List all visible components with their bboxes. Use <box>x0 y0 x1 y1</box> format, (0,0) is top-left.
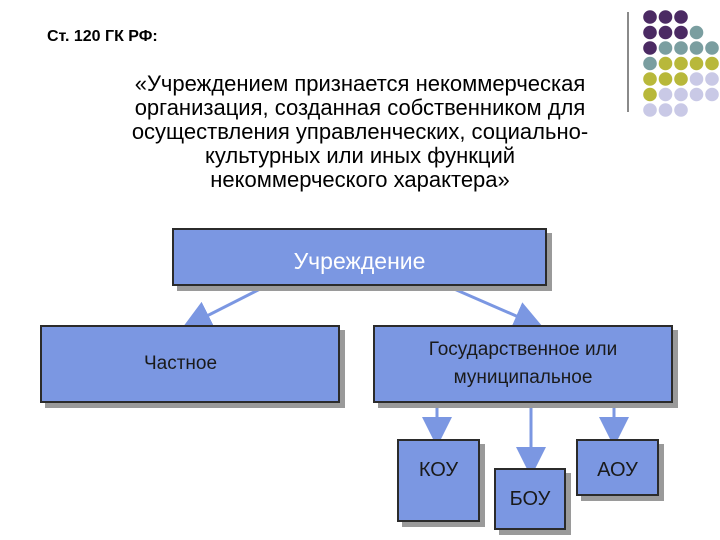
arrow-root-to-public <box>444 283 544 330</box>
decorative-dot <box>674 72 688 86</box>
node-private: Частное <box>40 325 340 403</box>
decorative-dot <box>689 72 704 86</box>
decorative-dot <box>674 10 688 24</box>
decorative-dot <box>705 72 719 86</box>
decorative-dot <box>643 25 657 40</box>
node-boy: БОУ <box>494 468 566 530</box>
decorative-dot <box>643 72 657 86</box>
decorative-dot <box>643 41 657 55</box>
decorative-dot <box>674 87 688 102</box>
decorative-dot <box>643 87 657 102</box>
node-label-line: Государственное или <box>428 339 618 360</box>
node-label: Учреждение <box>293 248 426 274</box>
node-label: БОУ <box>509 488 551 510</box>
article-heading: Ст. 120 ГК РФ: <box>47 28 158 45</box>
decorative-dot <box>674 25 688 40</box>
decorative-dot <box>674 56 688 71</box>
node-label: КОУ <box>418 459 459 481</box>
decorative-dot <box>643 10 657 24</box>
node-label: Частное <box>144 353 218 374</box>
decorative-dot <box>674 41 688 55</box>
node-label-line: муниципальное <box>453 367 593 388</box>
quote-line: «Учреждением признается некоммерческая <box>134 71 586 96</box>
node-public: Государственное или муниципальное <box>373 325 673 403</box>
node-label: АОУ <box>597 459 638 481</box>
decorative-dot <box>643 103 657 117</box>
decorative-dot <box>658 56 673 71</box>
decorative-dot-grid <box>643 10 719 117</box>
quote-line: некоммерческого характера» <box>210 167 510 192</box>
arrow-root-to-private <box>181 283 269 329</box>
definition-quote: «Учреждением признается некоммерческая о… <box>60 72 660 192</box>
decorative-dot <box>689 87 704 102</box>
quote-line: культурных или иных функций <box>204 143 516 168</box>
decorative-dot <box>689 41 704 55</box>
decorative-dot <box>705 56 719 71</box>
decorative-dot <box>658 25 673 40</box>
decorative-dot <box>705 41 719 55</box>
node-aoy: АОУ <box>576 439 659 496</box>
decorative-dot <box>658 103 673 117</box>
decorative-dot <box>658 72 673 86</box>
decorative-dot <box>658 87 673 102</box>
node-koy: КОУ <box>397 439 480 522</box>
decorative-vertical-line <box>627 12 629 112</box>
decorative-dot <box>643 56 657 71</box>
quote-line: осуществления управленческих, социально- <box>131 119 589 144</box>
decorative-dot <box>705 87 719 102</box>
node-institution: Учреждение <box>172 228 547 286</box>
decorative-dot <box>689 25 704 40</box>
decorative-dot <box>689 56 704 71</box>
decorative-dot <box>674 103 688 117</box>
decorative-dot <box>658 10 673 24</box>
decorative-dot <box>658 41 673 55</box>
quote-line: организация, созданная собственником для <box>134 95 586 120</box>
